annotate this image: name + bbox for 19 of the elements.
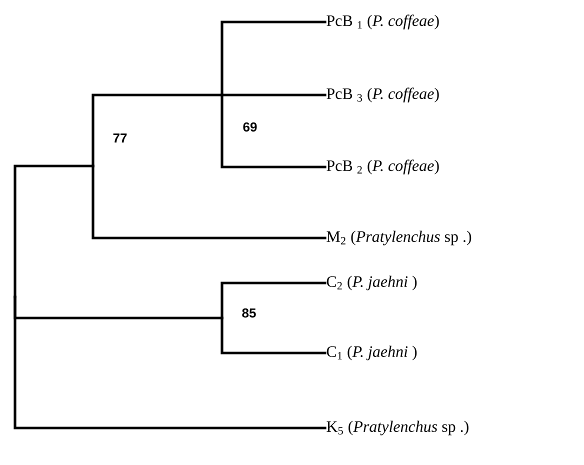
- taxon-label: PcB $_{1}$ (P. coffeae): [326, 14, 439, 30]
- bootstrap-value: 77: [113, 134, 127, 142]
- tree-branch: [220, 94, 326, 168]
- taxon-label: K$_{5}$ (Pratylenchus sp .): [326, 420, 468, 436]
- tree-branch: [220, 94, 326, 96]
- taxon-label: C$_{1}$ (P. jaehni ): [326, 346, 417, 360]
- tree-branch: [220, 316, 326, 354]
- taxon-label: PcB $_{2}$ (P. coffeae): [326, 160, 439, 174]
- tree-branch: [92, 94, 224, 168]
- bootstrap-value: 69: [243, 122, 257, 132]
- taxon-label: C$_{2}$ (P. jaehni ): [326, 276, 417, 290]
- taxon-label: PcB $_{3}$ (P. coffeae): [326, 88, 439, 102]
- tree-branch: [14, 164, 94, 298]
- tree-branch: [220, 20, 326, 96]
- tree-branch: [92, 164, 326, 240]
- bootstrap-value: 85: [242, 308, 256, 318]
- taxon-label: M$_{2}$ (Pratylenchus sp .): [326, 230, 472, 246]
- tree-branch: [14, 296, 326, 430]
- tree-branch: [220, 282, 326, 320]
